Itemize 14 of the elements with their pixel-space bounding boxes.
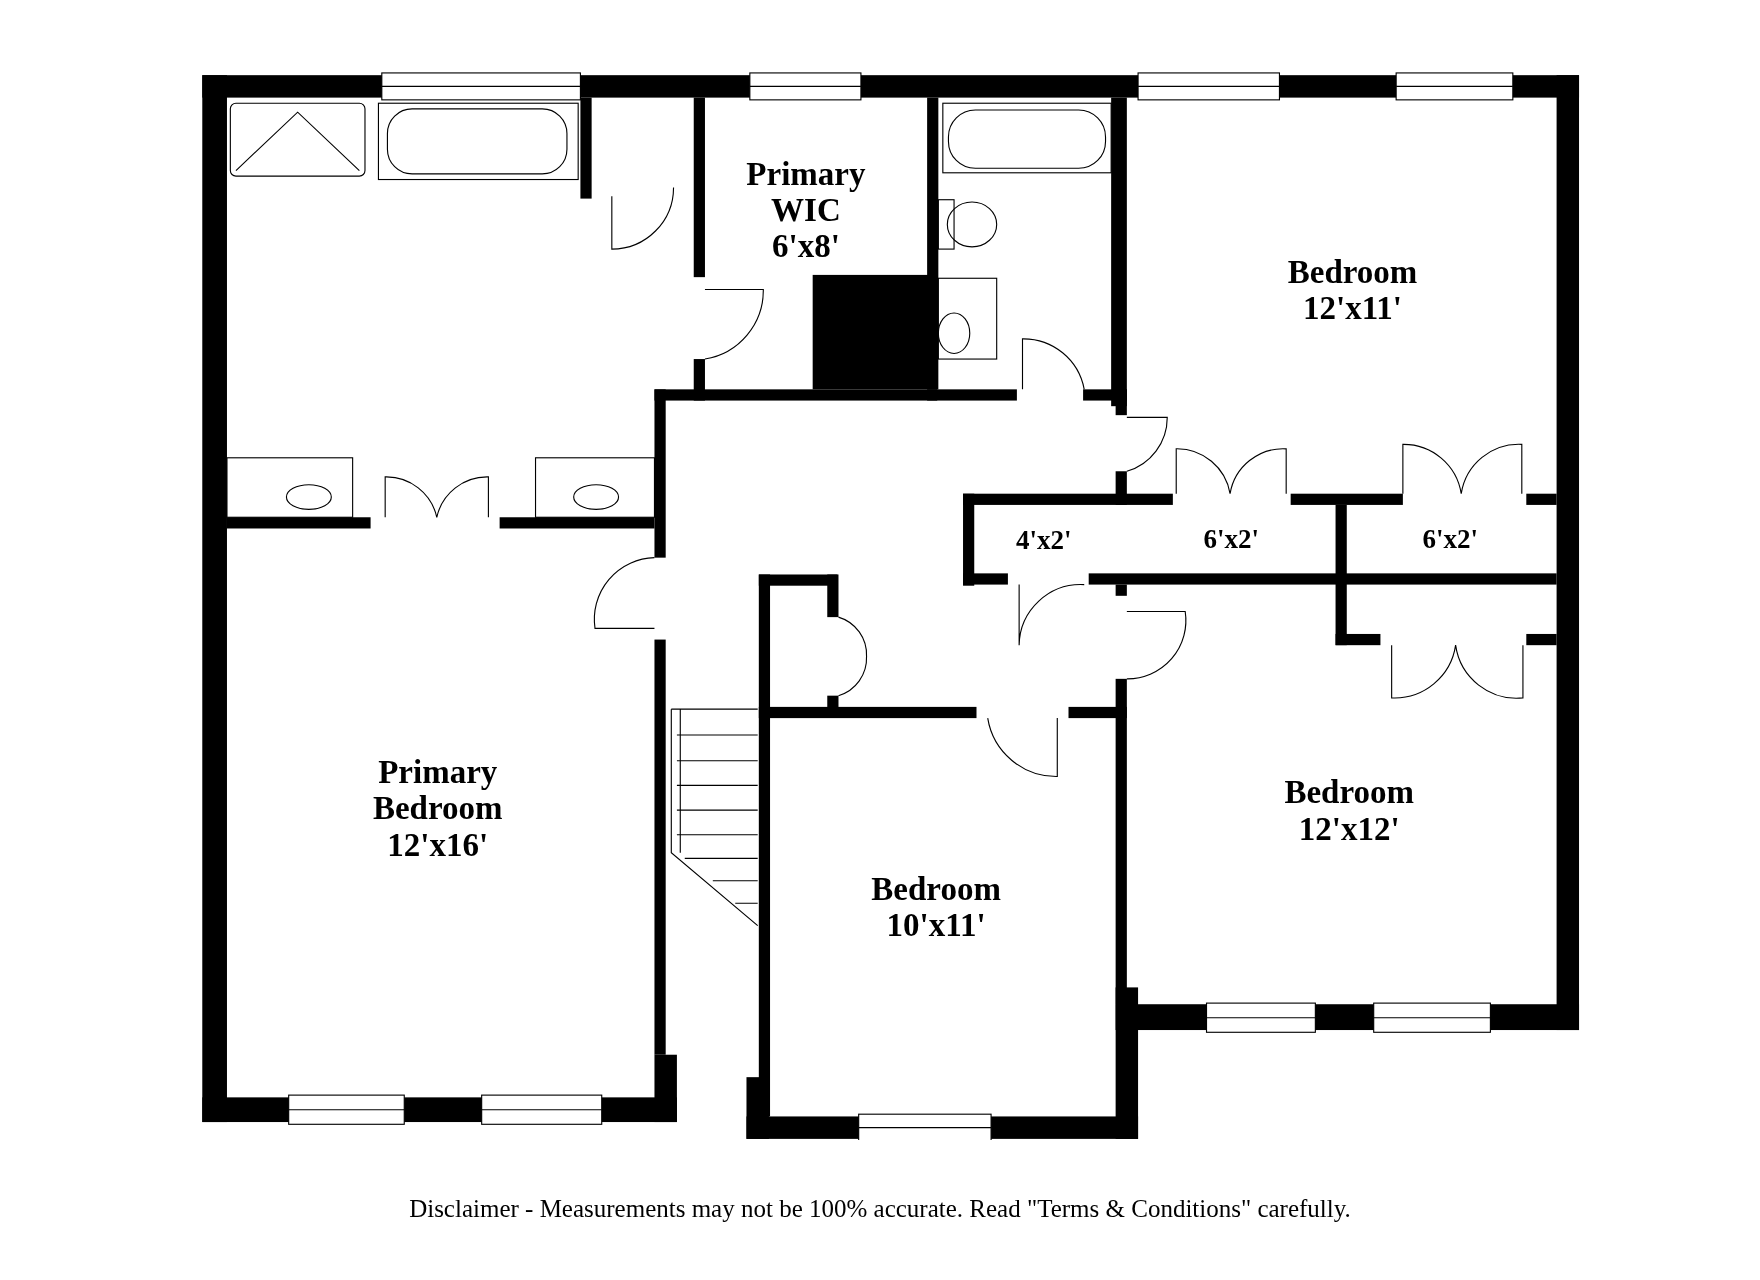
- room-dimension: 6'x8': [772, 228, 840, 265]
- room-label: Bedroom: [1287, 253, 1418, 290]
- room-dimension: 6'x2': [1422, 525, 1478, 555]
- room-dimension: 12'x12': [1298, 810, 1400, 847]
- room-label: Bedroom: [871, 870, 1001, 907]
- room-label: Primary Bedroom: [371, 753, 504, 827]
- disclaimer-caption: Disclaimer - Measurements may not be 100% accurate. Read "Terms & Conditions" carefully.: [408, 1194, 1352, 1224]
- room-label: Primary WIC: [745, 155, 867, 229]
- room-label: Bedroom: [1284, 774, 1414, 811]
- room-dimension: 6'x2': [1203, 525, 1260, 555]
- room-dimension: 10'x11': [886, 906, 986, 944]
- room-dimension: 4'x2': [1016, 526, 1072, 556]
- room-dimension: 12'x16': [387, 826, 489, 863]
- room-dimension: 12'x11': [1303, 289, 1403, 326]
